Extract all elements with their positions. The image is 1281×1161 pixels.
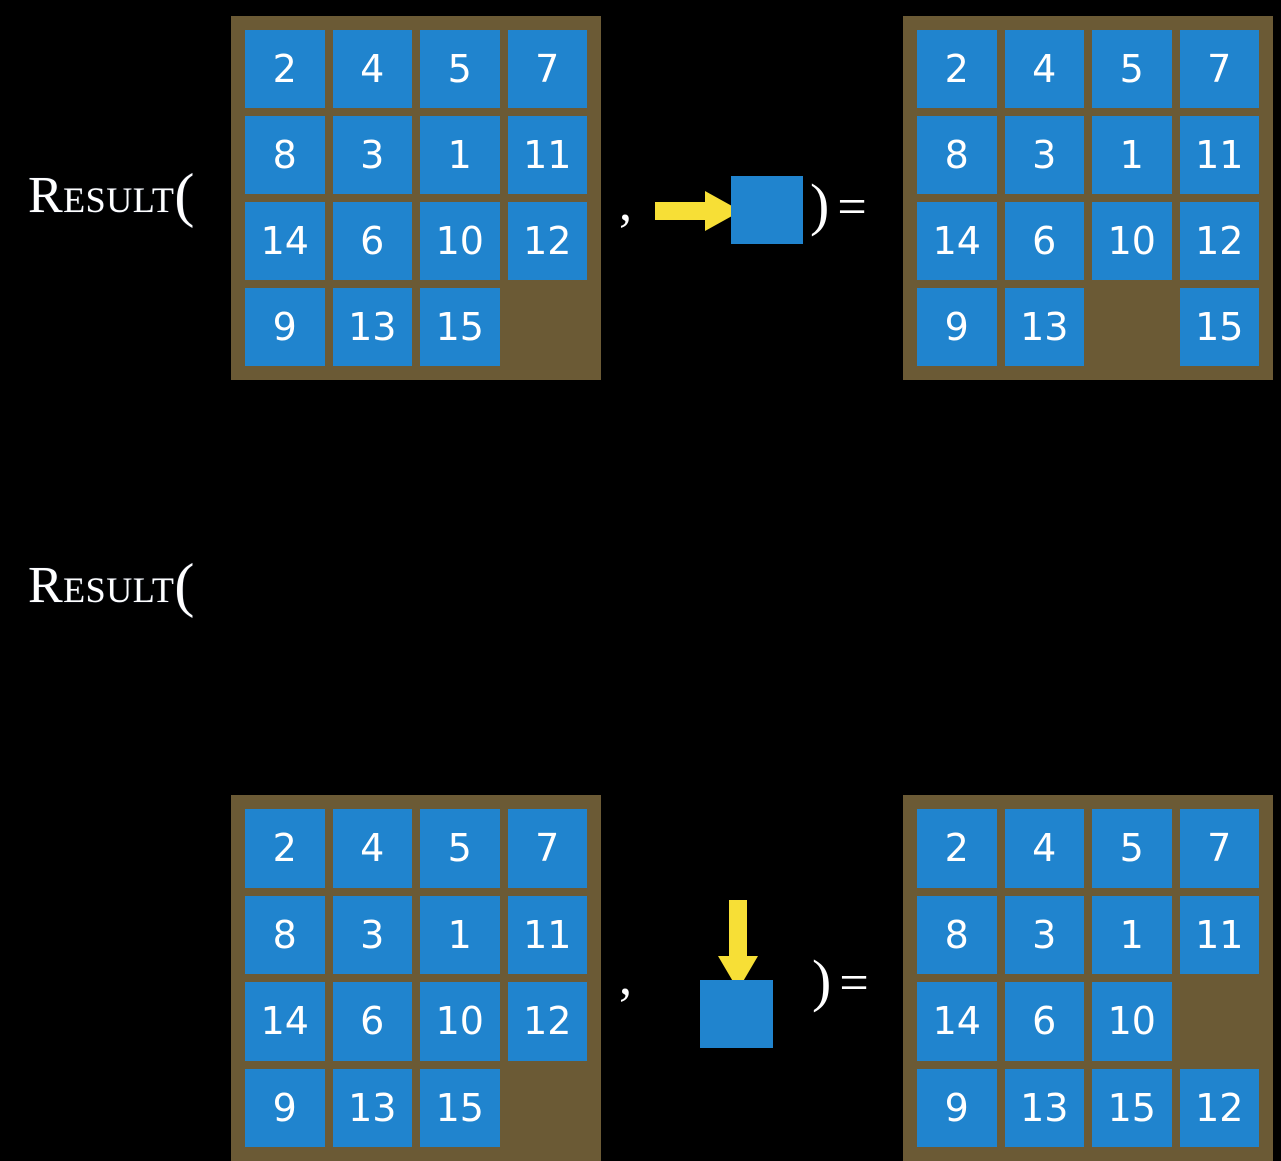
puzzle-blank-cell <box>1180 982 1260 1061</box>
equation-row-1: Result( 2 4 5 7 8 3 1 11 14 6 10 12 9 13… <box>0 0 1281 390</box>
puzzle-tile[interactable]: 11 <box>1179 895 1259 974</box>
puzzle-tile[interactable]: 3 <box>1004 116 1084 194</box>
close-paren-and-equals-2: )= <box>812 952 869 1010</box>
puzzle-tile[interactable]: 8 <box>245 895 325 974</box>
puzzle-tile[interactable]: 10 <box>1092 202 1172 280</box>
puzzle-tile[interactable]: 7 <box>1179 30 1259 108</box>
puzzle-tile[interactable]: 12 <box>507 202 587 280</box>
puzzle-tile[interactable]: 11 <box>507 116 587 194</box>
puzzle-tile[interactable]: 10 <box>1092 982 1172 1061</box>
puzzle-tile[interactable]: 13 <box>1004 1068 1084 1147</box>
puzzle-tile[interactable]: 1 <box>420 116 500 194</box>
open-paren-2: ( <box>174 552 195 618</box>
puzzle-tile[interactable]: 7 <box>507 30 587 108</box>
puzzle-tile[interactable]: 9 <box>917 288 997 366</box>
input-puzzle-board-2: 2 4 5 7 8 3 1 11 14 6 10 12 9 13 15 <box>231 795 601 1161</box>
puzzle-tile[interactable]: 2 <box>245 30 325 108</box>
input-puzzle-board-1: 2 4 5 7 8 3 1 11 14 6 10 12 9 13 15 <box>231 16 601 380</box>
puzzle-tile[interactable]: 10 <box>420 982 500 1061</box>
close-paren-2: ) <box>812 948 832 1013</box>
equals-sign-1: = <box>837 179 867 236</box>
move-tile-2[interactable] <box>700 980 773 1048</box>
puzzle-tile[interactable]: 9 <box>245 288 325 366</box>
puzzle-tile[interactable]: 9 <box>917 1068 997 1147</box>
puzzle-tile[interactable]: 4 <box>1004 30 1084 108</box>
arrow-right-icon <box>655 191 741 231</box>
puzzle-tile[interactable]: 9 <box>245 1068 325 1147</box>
puzzle-blank-cell <box>508 288 588 366</box>
puzzle-tile[interactable]: 15 <box>420 1068 500 1147</box>
puzzle-tile[interactable]: 3 <box>1004 895 1084 974</box>
puzzle-tile[interactable]: 4 <box>332 30 412 108</box>
puzzle-tile[interactable]: 1 <box>420 895 500 974</box>
equals-sign-2: = <box>839 955 869 1012</box>
result-function-label-2: Result( <box>28 555 195 615</box>
move-operand-1 <box>655 176 805 248</box>
puzzle-tile[interactable]: 6 <box>1004 202 1084 280</box>
move-tile-1[interactable] <box>731 176 803 244</box>
move-operand-2 <box>690 900 800 1050</box>
puzzle-tile[interactable]: 1 <box>1092 895 1172 974</box>
close-paren-1: ) <box>810 172 830 237</box>
puzzle-tile[interactable]: 12 <box>1179 202 1259 280</box>
puzzle-tile[interactable]: 12 <box>1179 1068 1259 1147</box>
puzzle-tile[interactable]: 11 <box>507 895 587 974</box>
puzzle-tile[interactable]: 10 <box>420 202 500 280</box>
result-word-1: Result <box>28 167 175 224</box>
puzzle-tile[interactable]: 3 <box>332 895 412 974</box>
puzzle-tile[interactable]: 14 <box>917 982 997 1061</box>
puzzle-tile[interactable]: 5 <box>420 809 500 888</box>
puzzle-blank-cell <box>508 1069 588 1148</box>
argument-separator-2: , <box>619 949 632 1006</box>
puzzle-tile[interactable]: 8 <box>245 116 325 194</box>
puzzle-tile[interactable]: 12 <box>507 982 587 1061</box>
puzzle-tile[interactable]: 6 <box>332 982 412 1061</box>
puzzle-tile[interactable]: 13 <box>332 288 412 366</box>
puzzle-tile[interactable]: 5 <box>420 30 500 108</box>
puzzle-tile[interactable]: 14 <box>245 202 325 280</box>
puzzle-tile[interactable]: 1 <box>1092 116 1172 194</box>
result-puzzle-board-2: 2 4 5 7 8 3 1 11 14 6 10 9 13 15 12 <box>903 795 1273 1161</box>
equation-row-2: Result( 2 4 5 7 8 3 1 11 14 6 10 12 9 13… <box>0 390 1281 1161</box>
puzzle-tile[interactable]: 2 <box>245 809 325 888</box>
argument-separator-1: , <box>619 175 632 232</box>
result-puzzle-board-1: 2 4 5 7 8 3 1 11 14 6 10 12 9 13 15 <box>903 16 1273 380</box>
result-word-2: Result <box>28 557 175 614</box>
puzzle-tile[interactable]: 5 <box>1092 809 1172 888</box>
puzzle-tile[interactable]: 7 <box>1179 809 1259 888</box>
puzzle-tile[interactable]: 6 <box>332 202 412 280</box>
puzzle-tile[interactable]: 5 <box>1092 30 1172 108</box>
puzzle-tile[interactable]: 6 <box>1004 982 1084 1061</box>
puzzle-tile[interactable]: 8 <box>917 895 997 974</box>
puzzle-tile[interactable]: 13 <box>1004 288 1084 366</box>
puzzle-tile[interactable]: 8 <box>917 116 997 194</box>
open-paren-1: ( <box>174 162 195 228</box>
puzzle-tile[interactable]: 7 <box>507 809 587 888</box>
puzzle-tile[interactable]: 15 <box>1179 288 1259 366</box>
puzzle-tile[interactable]: 4 <box>332 809 412 888</box>
puzzle-tile[interactable]: 4 <box>1004 809 1084 888</box>
puzzle-tile[interactable]: 2 <box>917 809 997 888</box>
puzzle-tile[interactable]: 15 <box>420 288 500 366</box>
puzzle-tile[interactable]: 14 <box>917 202 997 280</box>
puzzle-tile[interactable]: 2 <box>917 30 997 108</box>
puzzle-tile[interactable]: 15 <box>1092 1068 1172 1147</box>
close-paren-and-equals-1: )= <box>810 176 867 234</box>
arrow-down-icon <box>718 900 758 990</box>
puzzle-tile[interactable]: 13 <box>332 1068 412 1147</box>
puzzle-tile[interactable]: 14 <box>245 982 325 1061</box>
puzzle-tile[interactable]: 3 <box>332 116 412 194</box>
puzzle-tile[interactable]: 11 <box>1179 116 1259 194</box>
result-function-label-1: Result( <box>28 165 195 225</box>
puzzle-blank-cell <box>1092 288 1172 366</box>
